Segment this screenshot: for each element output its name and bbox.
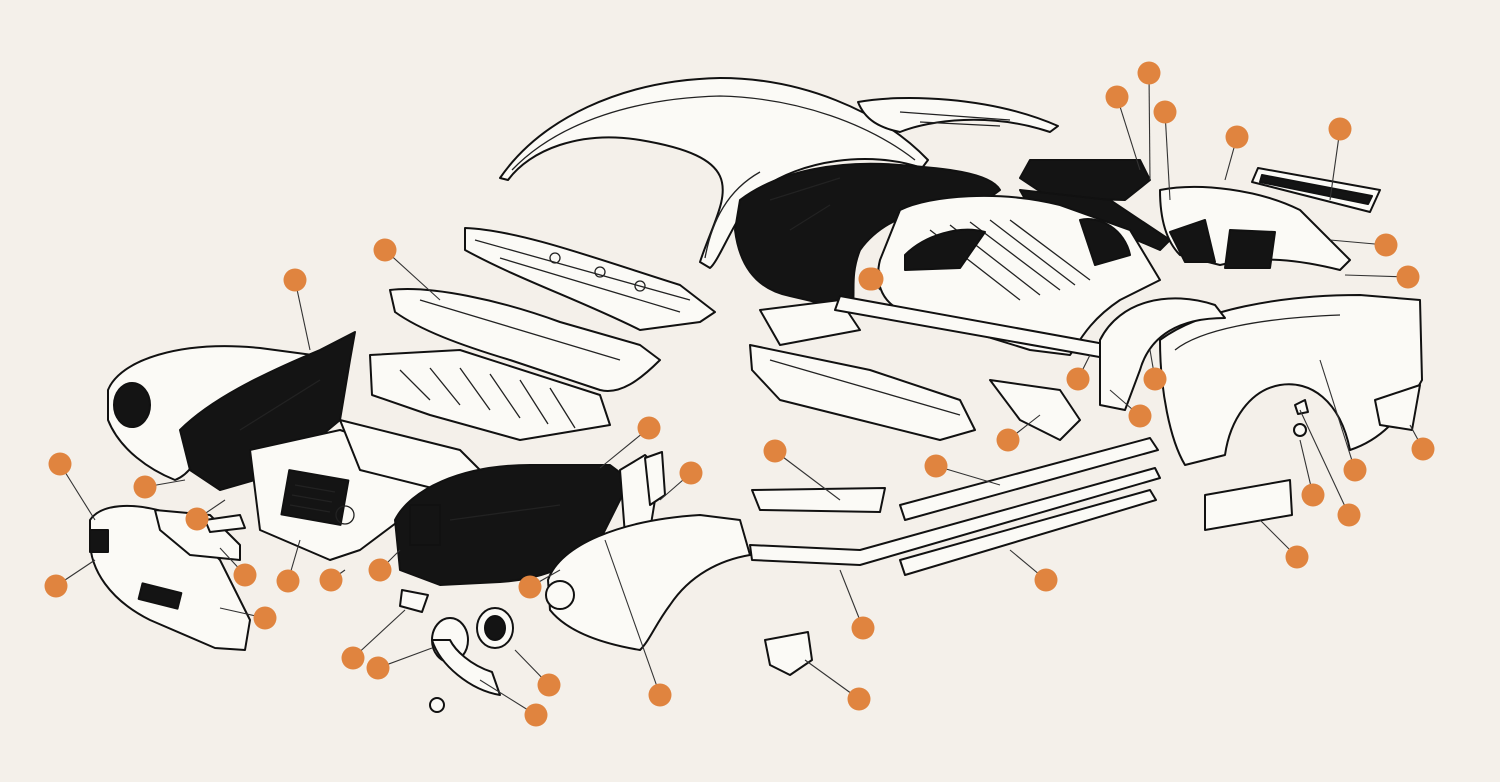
part-hotspot[interactable] xyxy=(1301,483,1325,507)
leader-line xyxy=(1329,128,1341,201)
rear-wheel-arch xyxy=(1099,297,1226,411)
part-hotspot[interactable] xyxy=(518,575,542,599)
roof-panel xyxy=(499,77,929,269)
part-hotspot[interactable] xyxy=(524,703,548,727)
leader-line xyxy=(1116,96,1141,171)
inner-sill xyxy=(899,437,1159,576)
leader-line xyxy=(294,279,311,351)
part-hotspot[interactable] xyxy=(851,616,875,640)
part-hotspot[interactable] xyxy=(637,416,661,440)
part-hotspot[interactable] xyxy=(1343,458,1367,482)
part-hotspot[interactable] xyxy=(847,687,871,711)
part-hotspot[interactable] xyxy=(1128,404,1152,428)
scuttle-panel xyxy=(389,288,661,392)
leader-line xyxy=(384,249,441,301)
rear-floor-section xyxy=(749,295,1111,441)
part-hotspot[interactable] xyxy=(1285,545,1309,569)
part-hotspot[interactable] xyxy=(679,461,703,485)
rear-lower-panel xyxy=(1374,384,1421,431)
part-hotspot[interactable] xyxy=(283,268,307,292)
part-hotspot[interactable] xyxy=(319,568,343,592)
rear-valance xyxy=(1159,185,1351,271)
part-hotspot[interactable] xyxy=(368,558,392,582)
part-hotspot[interactable] xyxy=(276,569,300,593)
part-hotspot[interactable] xyxy=(373,238,397,262)
part-hotspot[interactable] xyxy=(133,475,157,499)
part-hotspot[interactable] xyxy=(366,656,390,680)
leader-line xyxy=(1148,72,1151,181)
bulkhead-top-panel xyxy=(464,227,716,331)
quarter-repair-section xyxy=(1204,479,1293,531)
part-hotspot[interactable] xyxy=(1153,100,1177,124)
part-hotspot[interactable] xyxy=(860,267,884,291)
part-hotspot[interactable] xyxy=(1396,265,1420,289)
part-hotspot[interactable] xyxy=(1066,367,1090,391)
leader-line xyxy=(1299,409,1350,516)
leader-line xyxy=(1319,359,1356,471)
right-front-wing xyxy=(545,514,751,651)
part-hotspot[interactable] xyxy=(1105,85,1129,109)
a-post-panel xyxy=(619,451,666,536)
part-hotspot[interactable] xyxy=(44,574,68,598)
small-bracket xyxy=(399,399,1309,713)
leader-line xyxy=(774,450,841,501)
part-hotspot[interactable] xyxy=(1374,233,1398,257)
part-hotspots xyxy=(44,61,1435,727)
part-hotspot[interactable] xyxy=(648,683,672,707)
leader-line xyxy=(604,539,661,696)
part-hotspot[interactable] xyxy=(924,454,948,478)
rear-bumper-bar xyxy=(1251,167,1381,213)
part-hotspot[interactable] xyxy=(1034,568,1058,592)
part-hotspot[interactable] xyxy=(537,673,561,697)
part-hotspot[interactable] xyxy=(1328,117,1352,141)
rear-quarter-panel xyxy=(1159,294,1423,466)
headlamp-bowl-right xyxy=(476,607,514,649)
part-hotspot[interactable] xyxy=(1225,125,1249,149)
rear-deck-panel xyxy=(857,97,1059,133)
part-hotspot[interactable] xyxy=(1143,367,1167,391)
leader-line xyxy=(352,609,406,659)
part-hotspot[interactable] xyxy=(996,428,1020,452)
part-hotspot[interactable] xyxy=(233,563,257,587)
part-hotspot[interactable] xyxy=(1137,61,1161,85)
part-hotspot[interactable] xyxy=(253,606,277,630)
leader-line xyxy=(1164,111,1171,201)
part-hotspot[interactable] xyxy=(185,507,209,531)
front-apron-panel xyxy=(154,509,246,561)
part-hotspot[interactable] xyxy=(1411,437,1435,461)
part-hotspot[interactable] xyxy=(1337,503,1361,527)
front-valance xyxy=(89,504,251,651)
part-hotspot[interactable] xyxy=(763,439,787,463)
outer-sill xyxy=(749,467,1161,566)
part-hotspot[interactable] xyxy=(48,452,72,476)
part-hotspot[interactable] xyxy=(341,646,365,670)
wing-repair-section xyxy=(764,631,813,676)
floor-cross-member xyxy=(369,349,611,441)
